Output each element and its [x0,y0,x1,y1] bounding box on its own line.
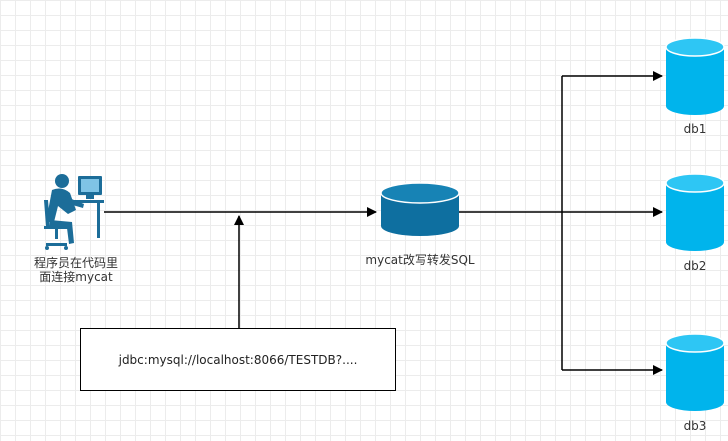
programmer-label-line1: 程序员在代码里 [33,256,119,270]
db2-cylinder [665,173,725,251]
mycat-label: mycat改写转发SQL [365,253,475,267]
db3-label: db3 [683,419,707,433]
db2-label: db2 [683,259,707,273]
connection-url-box: jdbc:mysql://localhost:8066/TESTDB?.... [80,328,396,391]
connectors [104,71,663,375]
mycat-cylinder [380,182,460,236]
programmer-label: 程序员在代码里 面连接mycat [34,256,118,284]
programmer-label-line2: 面连接mycat [39,270,113,284]
db1-label: db1 [683,122,707,136]
programmer-icon [44,174,104,250]
connection-url-text: jdbc:mysql://localhost:8066/TESTDB?.... [118,352,358,367]
db1-cylinder [665,37,725,115]
db3-cylinder [665,333,725,411]
